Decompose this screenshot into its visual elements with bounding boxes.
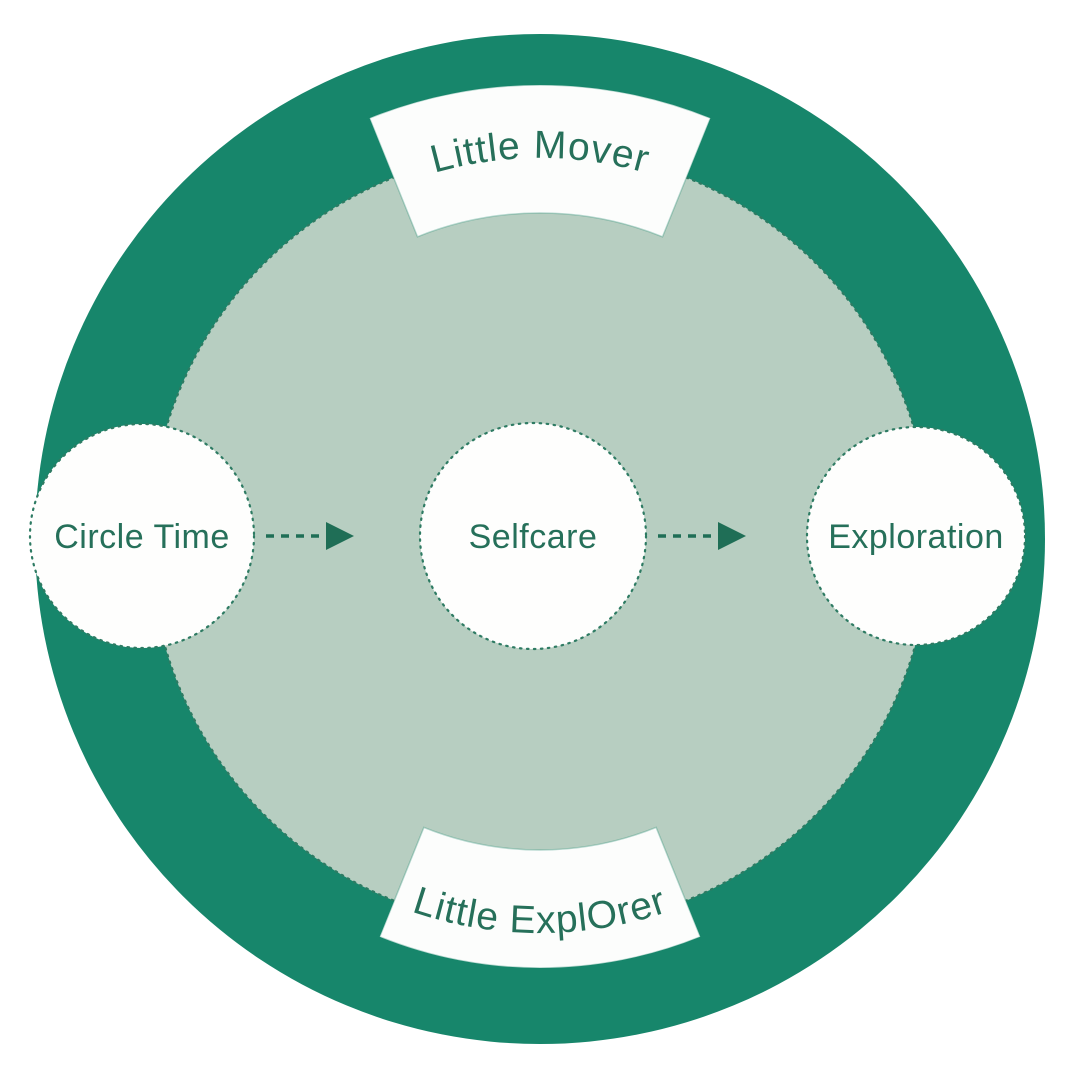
top-banner <box>368 84 712 238</box>
arrow-selfcare-to-exploration <box>658 522 746 550</box>
arrow-1-head <box>326 522 354 550</box>
arrow-circle-time-to-selfcare <box>266 522 354 550</box>
node-selfcare-label: Selfcare <box>469 518 598 556</box>
node-selfcare: Selfcare <box>418 421 648 651</box>
node-exploration: Exploration <box>805 425 1027 647</box>
bottom-banner <box>378 826 702 969</box>
node-exploration-label: Exploration <box>828 518 1004 556</box>
node-circle-time-label: Circle Time <box>54 518 230 556</box>
node-circle-time-shape <box>28 422 256 650</box>
arrow-2-head <box>718 522 746 550</box>
node-exploration-shape <box>805 425 1027 647</box>
node-circle-time: Circle Time <box>28 422 256 650</box>
node-selfcare-shape <box>418 421 648 651</box>
